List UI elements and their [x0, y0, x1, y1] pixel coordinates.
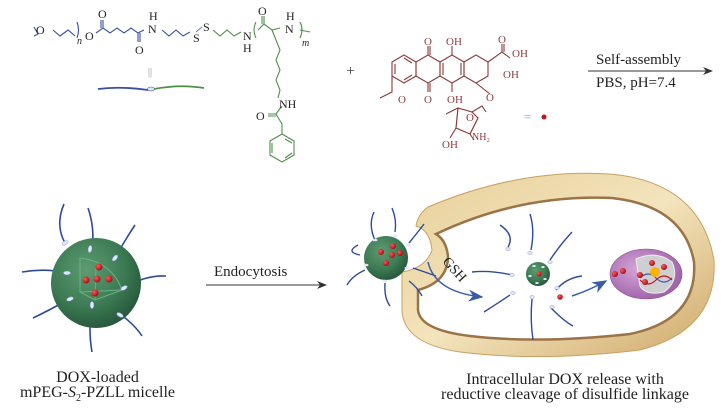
atom-h: H [149, 9, 158, 23]
polymer-structure: O n O O O H N S S N H O H N m NH O || [33, 4, 311, 163]
caption-left: DOX-loaded mPEG-S2-PZLL micelle [0, 370, 195, 406]
atom-o: O [498, 34, 506, 46]
atom-oh: OH [442, 139, 458, 151]
intercalation-burst [650, 267, 660, 277]
arrow-label-above: Self-assembly [596, 52, 681, 68]
caption-right: Intracellular DOX release with reductive… [410, 371, 720, 403]
dox-to-nucleus-arrow [571, 280, 608, 297]
gsh-arrow [427, 261, 484, 302]
atom-h: H [286, 9, 295, 23]
caption-left-line1: DOX-loaded [56, 369, 139, 386]
caption-right-line1: Intracellular DOX release with [466, 371, 664, 388]
atom-h: H [243, 41, 252, 55]
arrow-label-below: PBS, pH=7.4 [596, 75, 676, 91]
micelle-core [364, 236, 408, 280]
atom-o: O [36, 23, 45, 37]
atom-nh2: NH₂ [472, 132, 490, 143]
dna-strand [639, 273, 673, 283]
atom-o: O [486, 92, 494, 104]
disassembled-micelle [526, 262, 550, 286]
atom-o: O [135, 43, 144, 57]
polymer-cartoon-pzll [153, 85, 205, 90]
self-assembly-arrow: Self-assembly PBS, pH=7.4 [588, 52, 713, 91]
entering-micelle [346, 207, 437, 307]
subscript-n: n [77, 36, 82, 47]
equivalence-symbol: || [148, 67, 152, 78]
arrow-label-endocytosis: Endocytosis [214, 264, 287, 280]
disulfide-links [61, 240, 128, 318]
dox-dot-legend [541, 114, 547, 120]
peg-block [33, 20, 191, 42]
atom-o: O [424, 36, 432, 48]
endocytosis-arrow: Endocytosis [206, 264, 327, 289]
atom-n: N [148, 22, 157, 36]
atom-s: S [193, 31, 200, 45]
atom-n: N [285, 22, 294, 36]
subscript-m: m [302, 38, 309, 49]
cell [401, 172, 715, 358]
atom-o: O [466, 112, 474, 124]
caption-left-line2: mPEG-S2-PZLL micelle [19, 384, 176, 405]
atom-oh: OH [446, 36, 462, 48]
disulfide-bond [195, 26, 203, 33]
nucleus [609, 248, 683, 300]
atom-o: O [98, 7, 107, 21]
atom-oh: OH [503, 69, 519, 81]
atom-o: O [258, 4, 267, 18]
cytoplasm [416, 196, 696, 341]
dox-structure: O OH O OH OH O OH O O O NH₂ OH = [379, 34, 547, 151]
polymer-cartoon-disulfide [147, 86, 155, 92]
plus-symbol: + [346, 63, 355, 80]
pzll-block [212, 16, 311, 163]
atom-o: O [256, 109, 265, 123]
atom-oh: OH [512, 48, 528, 60]
free-dox-dot [557, 294, 563, 300]
dox-loaded-micelle [21, 203, 167, 353]
polymer-cartoon-peg [97, 86, 149, 91]
atom-nh: NH [279, 97, 297, 111]
dox-equals-symbol: = [524, 109, 531, 124]
caption-right-line2: reductive cleavage of disulfide linkage [441, 386, 689, 403]
released-peg-chains [471, 213, 583, 341]
atom-o: O [398, 94, 406, 106]
atom-o: O [85, 29, 94, 43]
dox-cargo [82, 263, 113, 297]
atom-oh: OH [447, 94, 463, 106]
atom-o: O [424, 94, 432, 106]
atom-s: S [203, 20, 210, 34]
atom-n: N [243, 29, 252, 43]
